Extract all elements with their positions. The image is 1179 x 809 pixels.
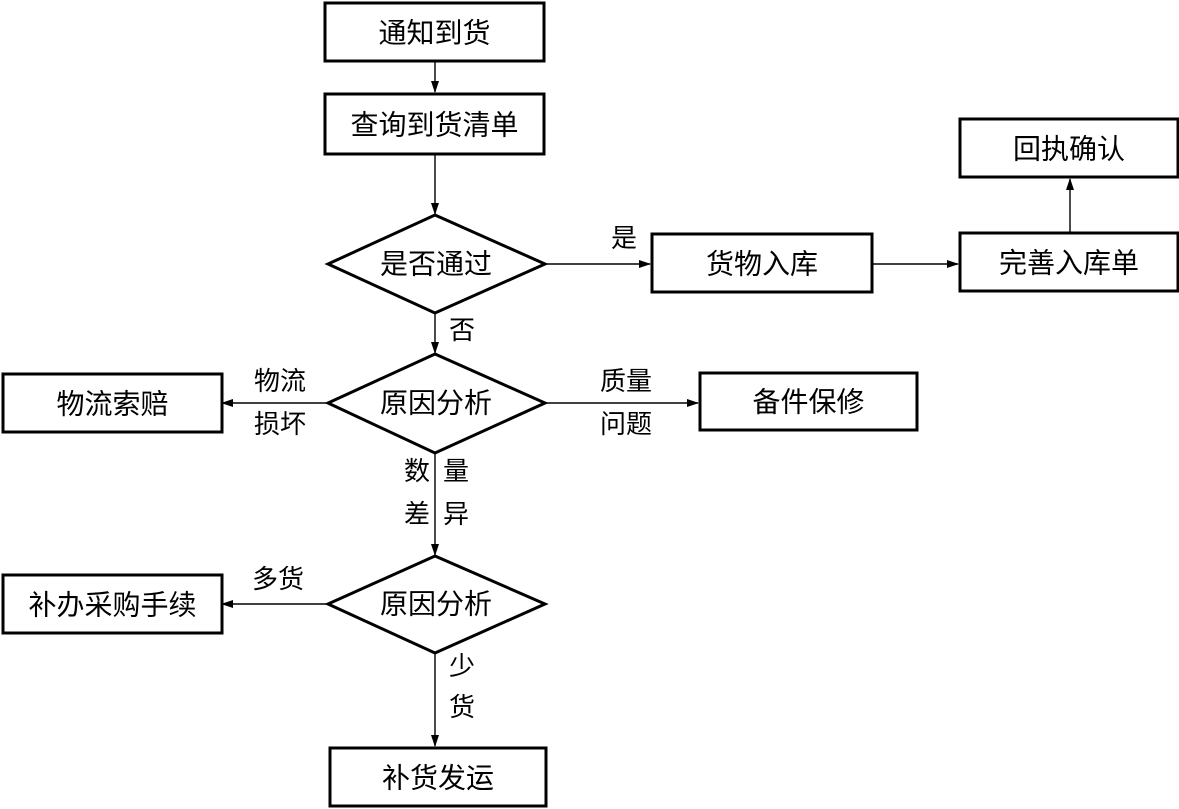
edge-label-no: 否 [449, 316, 475, 346]
node-goods-in-storage: 货物入库 [650, 232, 874, 294]
edge-label-logistics-damage-line1: 物流 [254, 367, 306, 397]
node-replenish-shipment-label: 补货发运 [382, 762, 494, 795]
node-goods-in-storage-label: 货物入库 [706, 248, 818, 281]
node-spare-parts-warranty-label: 备件保修 [752, 386, 864, 419]
node-cause-analysis-1: 原因分析 [324, 352, 549, 455]
edge-label-yes: 是 [611, 224, 637, 254]
node-query-list: 查询到货清单 [323, 92, 546, 156]
edge-label-quantity-diff-2: 量 [443, 457, 469, 487]
node-pass-check-label: 是否通过 [380, 248, 492, 281]
edge-label-quality-issue-line1: 质量 [600, 367, 652, 397]
node-complete-storage-form: 完善入库单 [958, 231, 1179, 293]
node-receipt-confirm-label: 回执确认 [1013, 133, 1125, 166]
node-complete-storage-form-label: 完善入库单 [999, 247, 1139, 280]
node-spare-parts-warranty: 备件保修 [698, 371, 919, 432]
node-notify-arrival-label: 通知到货 [378, 17, 490, 50]
edge-label-excess: 多货 [252, 565, 304, 595]
edge-label-logistics-damage-line2: 损坏 [254, 410, 306, 440]
node-query-list-label: 查询到货清单 [350, 109, 518, 142]
node-purchase-procedure-label: 补办采购手续 [28, 589, 196, 622]
edge-label-quantity-diff-4: 异 [443, 500, 469, 530]
edges [221, 61, 1074, 747]
edge-label-quantity-diff-1: 数 [404, 457, 430, 487]
node-cause-analysis-2: 原因分析 [324, 554, 549, 655]
node-logistics-claim: 物流索赔 [1, 372, 224, 434]
node-pass-check: 是否通过 [324, 213, 549, 315]
node-replenish-shipment: 补货发运 [328, 746, 548, 808]
node-receipt-confirm: 回执确认 [958, 117, 1179, 179]
edge-label-shortage-2: 货 [449, 693, 475, 723]
node-notify-arrival: 通知到货 [323, 1, 546, 63]
edge-labels: 是 否 物流 损坏 质量 问题 数 量 差 异 多货 少 货 [252, 224, 652, 723]
node-cause-analysis-1-label: 原因分析 [380, 387, 492, 420]
node-logistics-claim-label: 物流索赔 [56, 388, 168, 421]
edge-label-quantity-diff-3: 差 [404, 500, 430, 530]
edge-label-quality-issue-line2: 问题 [600, 410, 652, 440]
node-purchase-procedure: 补办采购手续 [1, 573, 224, 635]
node-cause-analysis-2-label: 原因分析 [380, 588, 492, 621]
edge-label-shortage-1: 少 [449, 652, 475, 682]
